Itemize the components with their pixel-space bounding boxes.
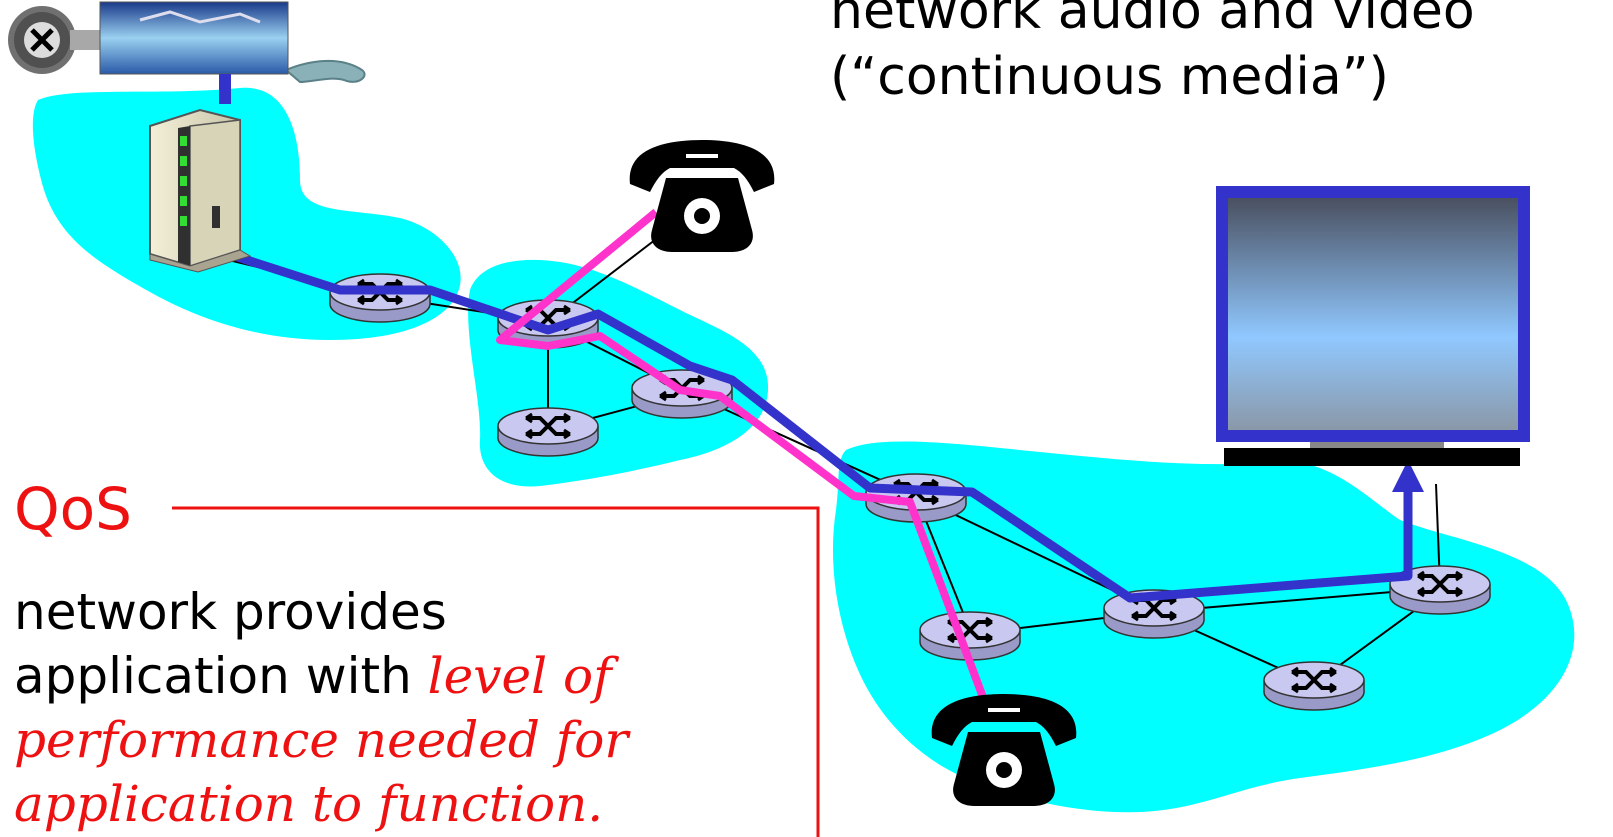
router-icon [496,406,600,458]
film-reel-icon [8,6,366,84]
qos-text-line: application to function. [14,772,628,836]
server-link [219,74,231,104]
heading-line-1: network audio and video [830,0,1475,41]
qos-label: QoS [14,475,132,543]
qos-text-line: application with level of [14,644,628,708]
video-server-icon [149,108,252,273]
tv-monitor-icon [1216,186,1530,466]
heading-line-2: (“continuous media”) [830,47,1389,107]
video-frame-icon [99,1,289,75]
qos-text-emphasis: performance needed for [14,711,629,769]
qos-text-line: performance needed for [14,708,628,772]
qos-text-line: network provides [14,580,628,644]
qos-text-plain: network provides [14,583,447,641]
qos-text-plain: application with [14,647,428,705]
qos-text-emphasis: application to function. [14,775,604,833]
audio-call-path [496,208,994,718]
video-stream-path [220,247,1413,603]
qos-text-emphasis: level of [427,647,612,705]
diagram-heading: network audio and video (“continuous med… [830,0,1475,110]
video-arrowhead [1392,460,1424,492]
router-icon [328,272,432,324]
qos-description: network provides application with level … [14,580,628,836]
router-icon [1262,660,1366,712]
qos-connector [172,506,820,837]
telephone-icon [629,140,775,252]
